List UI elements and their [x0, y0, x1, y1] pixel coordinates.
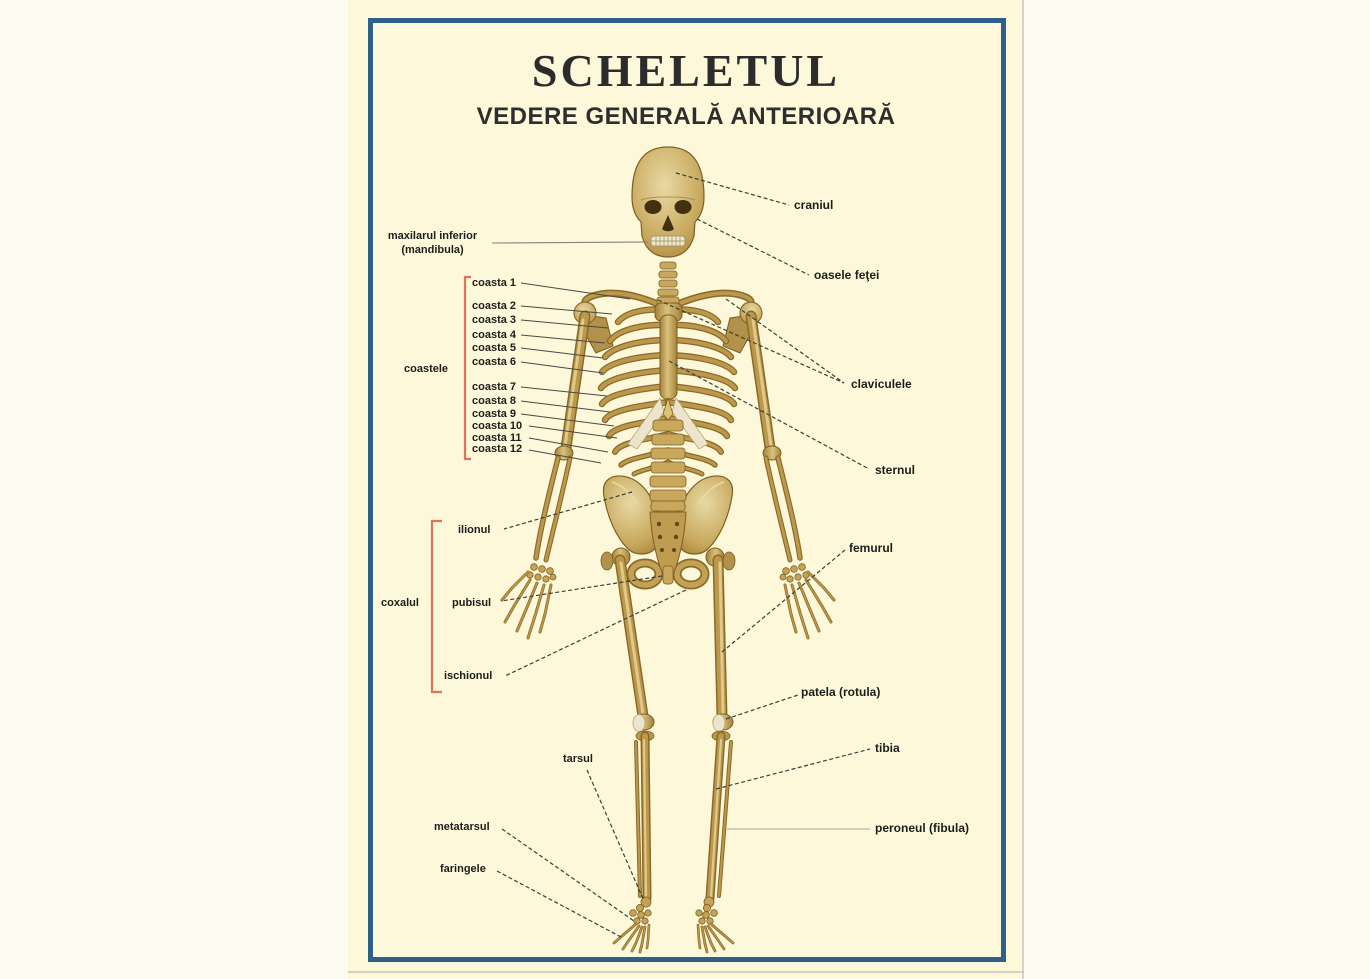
leader-coasta-7 [520, 386, 608, 397]
bracket-coastele [463, 275, 471, 461]
leader-ilionul [503, 491, 633, 530]
label-metatarsul: metatarsul [434, 821, 490, 833]
label-femurul: femurul [849, 541, 894, 555]
label-peroneul: peroneul (fibula) [875, 821, 969, 835]
leader-craniul [675, 172, 790, 206]
leader-ischionul [504, 589, 687, 677]
label-ilionul: ilionul [458, 524, 491, 536]
leader-coasta-5 [520, 347, 604, 359]
leader-clavicula-stanga [657, 299, 845, 384]
leader-coasta-3 [520, 319, 609, 329]
label-coasta-5: coasta 5 [472, 342, 517, 354]
leader-patela [725, 694, 799, 720]
label-coasta-12: coasta 12 [472, 443, 523, 455]
leader-coasta-9 [520, 413, 615, 427]
leader-mandibula [491, 241, 649, 244]
leader-lines [430, 172, 871, 938]
label-faringele: faringele [440, 863, 486, 875]
label-craniul: craniul [794, 198, 834, 212]
label-ischionul: ischionul [444, 670, 493, 682]
leader-coasta-4 [520, 334, 606, 344]
leader-sternul [668, 360, 870, 470]
label-sternul: sternul [875, 463, 916, 477]
label-tarsul: tarsul [563, 753, 593, 765]
leader-pubisul [500, 575, 663, 602]
label-tibia: tibia [875, 741, 900, 755]
label-coasta-7: coasta 7 [472, 381, 517, 393]
leader-clavicula-dreapta [725, 298, 845, 384]
feet [612, 904, 735, 954]
label-coasta-6: coasta 6 [472, 356, 517, 368]
label-coxalul: coxalul [381, 597, 419, 609]
label-pubisul: pubisul [452, 597, 492, 609]
skeleton [500, 146, 834, 954]
label-coasta-11: coasta 11 [472, 432, 522, 444]
label-patela: patela (rotula) [801, 685, 881, 699]
label-oasele-fetei: oasele feţei [814, 268, 880, 282]
poster-title: SCHELETUL [531, 45, 841, 96]
leader-tibia [715, 748, 871, 790]
leader-metatarsul [501, 828, 635, 922]
poster-subtitle: VEDERE GENERALĂ ANTERIOARĂ [476, 103, 896, 130]
sacrum [649, 511, 687, 585]
sternum-bone [654, 302, 683, 421]
leader-coasta-10 [528, 425, 618, 439]
leader-coasta-2 [520, 305, 613, 315]
leader-faringele [496, 870, 622, 938]
skull [631, 146, 705, 258]
label-maxilarul-inferior: maxilarul inferior (mandibula) [375, 229, 490, 257]
legs [614, 554, 734, 908]
leader-coasta-1 [520, 282, 631, 300]
label-coasta-4: coasta 4 [472, 329, 517, 341]
leader-coasta-6 [520, 361, 604, 374]
label-coasta-9: coasta 9 [472, 408, 517, 420]
spine [649, 261, 687, 512]
label-maxilarul-line1: maxilarul inferior [387, 230, 478, 242]
leader-coasta-8 [520, 400, 611, 413]
label-maxilarul-line2: (mandibula) [401, 244, 464, 256]
label-coasta-2: coasta 2 [472, 300, 517, 312]
leader-tarsul [586, 769, 645, 902]
leader-coasta-11 [528, 437, 609, 453]
label-coasta-10: coasta 10 [472, 420, 523, 432]
label-claviculele: claviculele [851, 377, 912, 391]
label-coasta-8: coasta 8 [472, 395, 517, 407]
label-coasta-1: coasta 1 [472, 277, 517, 289]
bracket-coxalul [430, 519, 442, 694]
poster-frame [368, 18, 1006, 962]
label-coastele: coastele [404, 363, 449, 375]
poster-bottom-edge [348, 971, 1024, 973]
leader-oasele-fetei [696, 218, 810, 276]
leader-coasta-12 [528, 449, 602, 464]
label-coasta-3: coasta 3 [472, 314, 517, 326]
leader-femurul [721, 549, 846, 653]
